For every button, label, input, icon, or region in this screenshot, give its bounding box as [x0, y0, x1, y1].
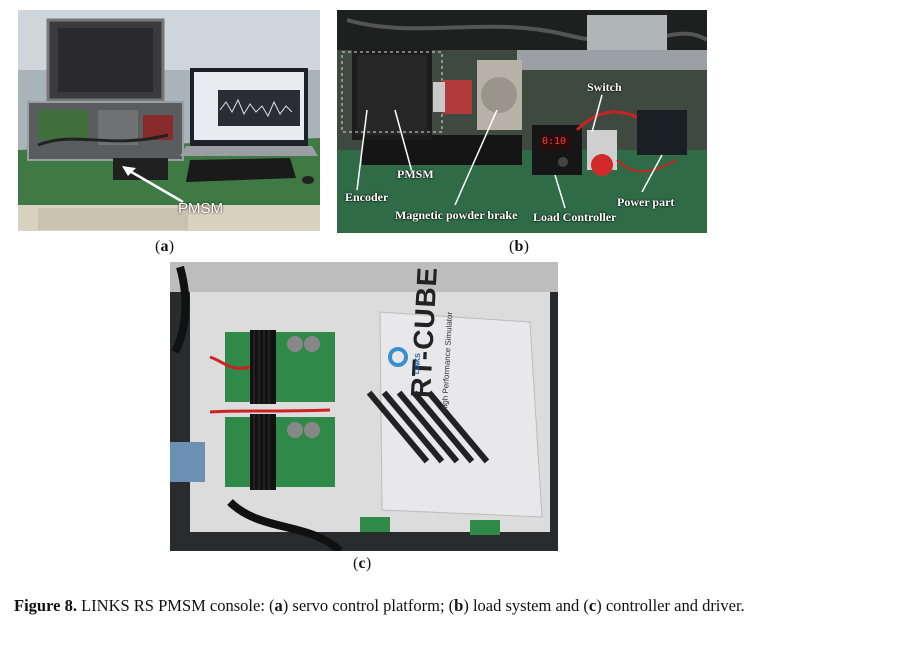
caption-text-3: ) load system and ( [463, 596, 589, 615]
annotation-pmsm-a: PMSM [178, 200, 223, 217]
photo-servo-control-platform: PMSM [18, 10, 320, 231]
photo-controller-and-driver: RT-CUBE High Performance Simulator LINKS [170, 262, 558, 551]
load-controller-display: 0:10 [542, 136, 567, 147]
photo-load-system: 0:10 Encoder PMSM Magnetic powder brake … [337, 10, 707, 233]
rt-cube-brand-text: RT-CUBE [405, 265, 443, 399]
caption-ref-a: a [274, 596, 283, 615]
caption-ref-b: b [454, 596, 464, 615]
annotation-load-controller: Load Controller [533, 210, 617, 224]
caption-text-4: ) controller and driver. [596, 596, 745, 615]
subfigure-label-c: (c) [353, 555, 372, 572]
annotation-switch: Switch [587, 80, 622, 94]
caption-text-2: ) servo control platform; ( [282, 596, 455, 615]
annotation-encoder: Encoder [345, 190, 389, 204]
subfigure-label-b: (b) [509, 238, 530, 255]
annotation-pmsm-b: PMSM [397, 167, 434, 181]
links-logo-text: LINKS [414, 353, 423, 375]
figure-caption-label: Figure 8. [14, 596, 77, 615]
subfigure-letter-b: b [514, 238, 524, 255]
caption-text-1: LINKS RS PMSM console: ( [76, 596, 275, 615]
subfigure-letter-a: a [160, 238, 169, 255]
annotation-power-part: Power part [617, 195, 675, 209]
figure-caption: Figure 8. LINKS RS PMSM console: (a) ser… [14, 593, 894, 619]
annotation-magnetic-powder-brake: Magnetic powder brake [395, 208, 518, 222]
subfigure-label-a: (a) [155, 238, 175, 255]
subfigure-letter-c: c [358, 555, 366, 572]
caption-ref-c: c [588, 596, 597, 615]
